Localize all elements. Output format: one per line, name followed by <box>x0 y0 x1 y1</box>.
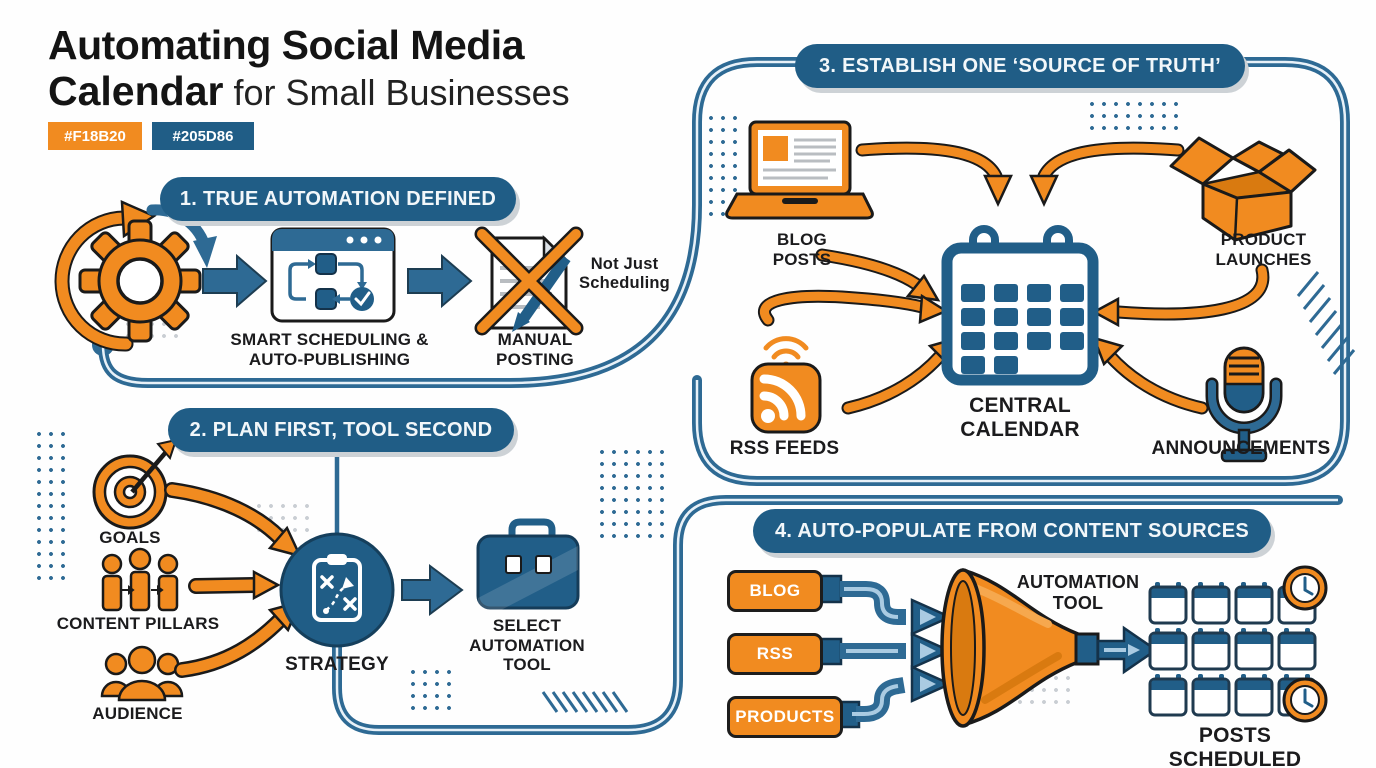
rss-feeds-label: RSS FEEDS <box>729 438 840 459</box>
page-title-line2-regular: for Small Businesses <box>223 72 570 113</box>
flow-arrow <box>407 253 473 309</box>
content-pillars-label: CONTENT PILLARS <box>56 614 220 633</box>
color-swatch-orange: #F18B20 <box>48 122 142 150</box>
input-arrows <box>164 482 303 678</box>
rss-icon <box>750 362 822 434</box>
calendar-icon <box>941 225 1099 386</box>
automation-tool-label: AUTOMATION TOOL <box>1016 572 1140 613</box>
manual-posting-label: MANUAL POSTING <box>496 330 574 369</box>
strategy-label: STRATEGY <box>285 654 389 675</box>
dot-grid-decoration <box>1086 98 1184 136</box>
rss-source-pill: RSS <box>727 633 823 675</box>
smart-scheduling-label: SMART SCHEDULING & AUTO-PUBLISHING <box>230 330 429 369</box>
products-source-pill: PRODUCTS <box>727 696 843 738</box>
product-launches-label: PRODUCT LAUNCHES <box>1215 230 1312 269</box>
blog-posts-label: BLOG POSTS <box>772 230 832 269</box>
flow-arrow <box>401 564 464 616</box>
section2-header-pill: 2. PLAN FIRST, TOOL SECOND <box>168 408 514 452</box>
laptop-blog-icon <box>725 120 874 220</box>
funnel-icon <box>940 568 1100 728</box>
not-just-scheduling-note: Not Just Scheduling <box>579 255 670 293</box>
blog-source-pill: BLOG <box>727 570 823 612</box>
section4-header-pill: 4. AUTO-POPULATE FROM CONTENT SOURCES <box>753 509 1271 553</box>
target-icon <box>92 438 178 530</box>
page-title-line2: Calendar for Small Businesses <box>48 68 570 116</box>
hatch-decoration <box>1296 271 1356 375</box>
strategy-clipboard-icon <box>279 532 395 648</box>
color-swatch-blue: #205D86 <box>152 122 254 150</box>
no-manual-posting-icon <box>474 226 584 336</box>
hatch-decoration <box>541 691 629 713</box>
announcements-label: ANNOUNCEMENTS <box>1151 438 1331 459</box>
audience-label: AUDIENCE <box>92 704 183 723</box>
dot-grid-decoration <box>596 446 668 538</box>
dot-grid-decoration <box>33 428 73 588</box>
briefcase-icon <box>476 518 580 622</box>
clock-icon <box>1282 565 1328 611</box>
page-title-line2-bold: Calendar <box>48 68 224 114</box>
connector-road-section2-to-4 <box>332 452 1343 735</box>
dot-grid-decoration <box>407 666 455 714</box>
source-arrows <box>758 141 1270 415</box>
workflow-browser-icon <box>270 227 396 323</box>
microphone-icon <box>1205 346 1283 463</box>
gear-sync-icon <box>54 200 217 352</box>
page-title-line1: Automating Social Media <box>48 22 525 68</box>
select-automation-tool-label: SELECT AUTOMATION TOOL <box>469 616 585 675</box>
flow-arrow <box>202 253 268 309</box>
posts-scheduled-label: POSTS SCHEDULED <box>1168 724 1302 768</box>
central-calendar-label: CENTRAL CALENDAR <box>960 394 1080 442</box>
clock-icon <box>1282 677 1328 723</box>
section1-header-pill: 1. TRUE AUTOMATION DEFINED <box>160 177 516 221</box>
section3-header-pill: 3. ESTABLISH ONE ‘SOURCE OF TRUTH’ <box>795 44 1245 88</box>
open-box-icon <box>1169 136 1317 242</box>
pillars-icon <box>101 547 179 612</box>
audience-icon <box>100 645 184 702</box>
output-arrow <box>1096 625 1159 675</box>
goals-label: GOALS <box>99 528 161 547</box>
